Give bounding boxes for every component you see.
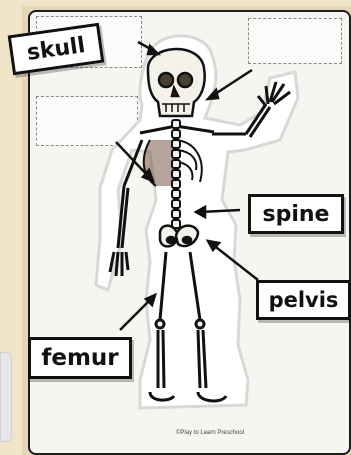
copyright-credit: ©Play to Learn Preschool <box>150 430 270 436</box>
pelvis-bone <box>160 226 198 247</box>
label-spine[interactable]: spine <box>248 194 344 234</box>
label-skull-text: skull <box>25 33 86 66</box>
label-spine-text: spine <box>263 202 330 227</box>
label-pelvis-text: pelvis <box>269 288 339 312</box>
spine-bone <box>172 120 180 228</box>
label-pelvis[interactable]: pelvis <box>256 280 351 320</box>
label-femur-text: femur <box>41 345 118 371</box>
label-femur[interactable]: femur <box>28 337 132 379</box>
top-right-arrow <box>212 70 252 96</box>
